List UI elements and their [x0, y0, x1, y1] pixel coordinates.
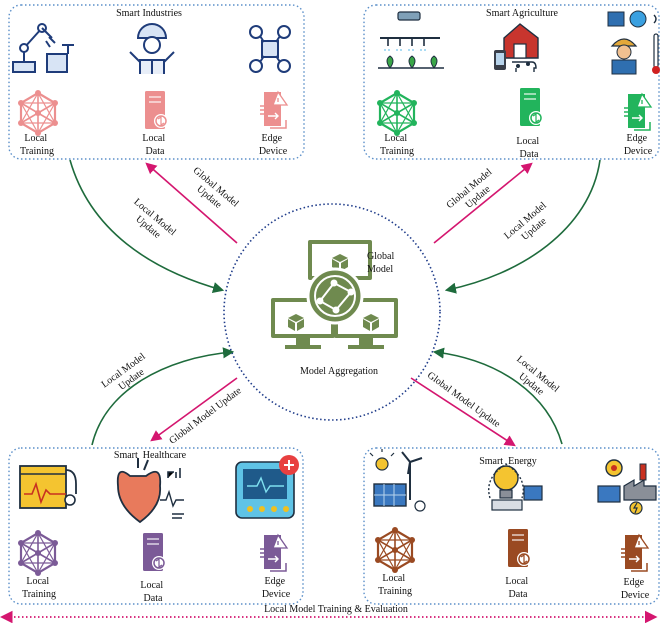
arrow-global-update-healthcare — [150, 377, 238, 442]
title-smart-energy: Smart Energy — [479, 456, 537, 467]
farm-icon — [494, 23, 539, 72]
arrow-label-bl-local: Local Model Update — [100, 350, 157, 400]
network-icon — [16, 528, 60, 578]
farmer-icon — [607, 10, 660, 75]
label-local-data: Local Data — [140, 580, 165, 604]
title-smart-industries: Smart Industries — [116, 8, 182, 19]
label-local-training: Local Training — [378, 573, 412, 597]
smart-irrigation-icon — [378, 11, 444, 69]
label-edge-device: Edge Device — [262, 576, 291, 600]
engineer-icon — [129, 23, 175, 74]
arrow-local-update-agriculture — [444, 159, 601, 294]
label-local-training: Local Training — [380, 133, 414, 157]
network-icon — [373, 525, 417, 575]
edge-device-icon — [259, 91, 288, 129]
edge-device-icon — [259, 534, 288, 572]
label-edge-device: Edge Device — [624, 133, 653, 157]
arrow-local-update-energy — [432, 347, 563, 445]
drone-icon — [249, 25, 291, 73]
panel-smart-agriculture — [363, 4, 660, 160]
global-model-icon — [271, 240, 398, 349]
aggregation-circle — [223, 203, 441, 421]
arrow-global-update-industries — [145, 162, 238, 244]
label-local-training: Local Training — [20, 133, 54, 157]
arrow-local-update-industries — [69, 159, 225, 293]
edge-device-icon — [620, 534, 649, 572]
server-icon — [142, 532, 167, 572]
panel-smart-energy — [363, 447, 660, 605]
cardiac-monitor-icon — [235, 455, 299, 519]
arrow-label-tl-global: Global Model Update — [183, 165, 242, 220]
label-local-data: Local Data — [142, 133, 167, 157]
arrow-local-update-healthcare — [91, 347, 235, 446]
wind-solar-icon — [369, 449, 426, 512]
panel-smart-industries — [8, 4, 305, 160]
label-local-data: Local Data — [516, 136, 541, 160]
heart-icon — [116, 458, 184, 524]
label-local-data: Local Data — [505, 576, 530, 600]
edge-device-icon — [623, 93, 652, 131]
arrow-global-update-agriculture — [433, 162, 533, 244]
network-icon — [375, 88, 419, 138]
server-icon — [144, 90, 169, 130]
arrow-label-bl-global: Global Model Update — [167, 385, 244, 447]
label-edge-device: Edge Device — [259, 133, 288, 157]
network-icon — [16, 88, 60, 138]
solar-factory-icon — [597, 459, 657, 515]
title-smart-healthcare: Smart Healthcare — [114, 450, 187, 461]
ecg-monitor-icon — [19, 465, 77, 509]
robot-arm-icon — [12, 23, 74, 73]
title-smart-agriculture: Smart Agriculture — [486, 8, 558, 19]
footer-label: Local Model Training & Evaluation — [264, 604, 408, 615]
arrow-global-update-energy — [410, 377, 516, 447]
global-model-label: Global Model — [367, 251, 397, 275]
model-aggregation-label: Model Aggregation — [300, 366, 378, 377]
server-icon — [507, 528, 532, 568]
server-icon — [519, 87, 544, 127]
arrow-label-br-global: Global Model Update — [425, 370, 502, 430]
smart-bulb-icon — [488, 463, 543, 511]
label-local-training: Local Training — [22, 576, 56, 600]
arrow-label-tl-local: Local Model Update — [124, 197, 180, 249]
label-edge-device: Edge Device — [621, 577, 650, 601]
